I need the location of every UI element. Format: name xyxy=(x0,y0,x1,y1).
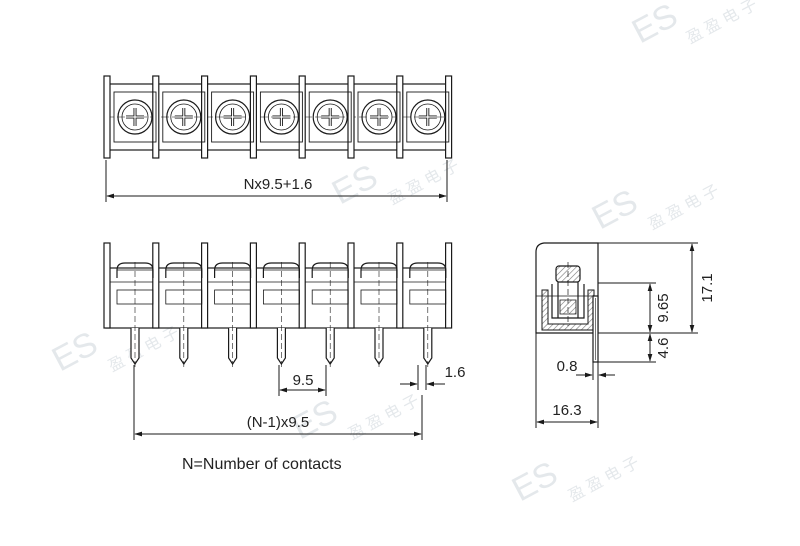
top-terminal xyxy=(308,91,352,143)
screw-head xyxy=(410,99,446,135)
watermark-text: 盈 盈 电 子 xyxy=(345,391,422,443)
contacts-note: N=Number of contacts xyxy=(182,456,342,473)
body-height-label: 9.65 xyxy=(655,293,672,322)
watermark-brand: ES xyxy=(46,324,104,379)
barrier xyxy=(298,242,306,329)
barrier xyxy=(152,242,160,329)
top-terminal xyxy=(406,91,450,143)
barrier xyxy=(249,242,257,329)
front-terminal xyxy=(262,262,300,368)
front-terminal xyxy=(311,262,349,368)
side-view xyxy=(535,242,599,363)
top-terminal xyxy=(357,91,401,143)
depth-label: 16.3 xyxy=(552,402,581,419)
top-width-label: Nx9.5+1.6 xyxy=(244,176,313,193)
top-view xyxy=(103,75,453,159)
screw-head xyxy=(312,99,348,135)
top-width-dimension xyxy=(105,160,448,202)
screw-head xyxy=(117,99,153,135)
top-terminal xyxy=(162,91,206,143)
screw-head xyxy=(263,99,299,135)
watermark-text: 盈 盈 电 子 xyxy=(683,0,760,48)
screw-head xyxy=(166,99,202,135)
front-terminal xyxy=(116,262,154,368)
screw-head xyxy=(215,99,251,135)
screw-head xyxy=(361,99,397,135)
barrier xyxy=(445,242,453,329)
barrier xyxy=(103,75,111,159)
watermark-text: 盈 盈 电 子 xyxy=(105,323,182,375)
side-dimensions xyxy=(535,242,698,428)
pin-width-label: 1.6 xyxy=(445,364,466,381)
watermark-text: 盈 盈 电 子 xyxy=(645,181,722,233)
front-terminal xyxy=(360,262,398,368)
top-terminal xyxy=(259,91,303,143)
watermark-brand: ES xyxy=(506,454,564,509)
pin-length-label: 4.6 xyxy=(655,338,672,359)
front-terminal xyxy=(409,262,447,368)
watermark-text: 盈 盈 电 子 xyxy=(385,156,462,208)
barrier xyxy=(396,242,404,329)
barrier xyxy=(103,242,111,329)
front-terminal xyxy=(214,262,252,368)
watermark-brand: ES xyxy=(326,157,384,212)
watermark-text: 盈 盈 电 子 xyxy=(565,453,642,505)
height-label: 17.1 xyxy=(699,273,716,302)
pitch-label: 9.5 xyxy=(293,372,314,389)
barrier xyxy=(201,242,209,329)
front-terminal xyxy=(165,262,203,368)
barrier xyxy=(347,242,355,329)
front-dimensions xyxy=(133,365,445,440)
watermark-brand: ES xyxy=(586,182,644,237)
top-terminal xyxy=(113,91,157,143)
watermark-brand: ES xyxy=(626,0,684,51)
span-label: (N-1)x9.5 xyxy=(247,414,310,431)
front-view xyxy=(103,242,453,368)
pin-thickness-label: 0.8 xyxy=(557,358,578,375)
top-terminal xyxy=(211,91,255,143)
